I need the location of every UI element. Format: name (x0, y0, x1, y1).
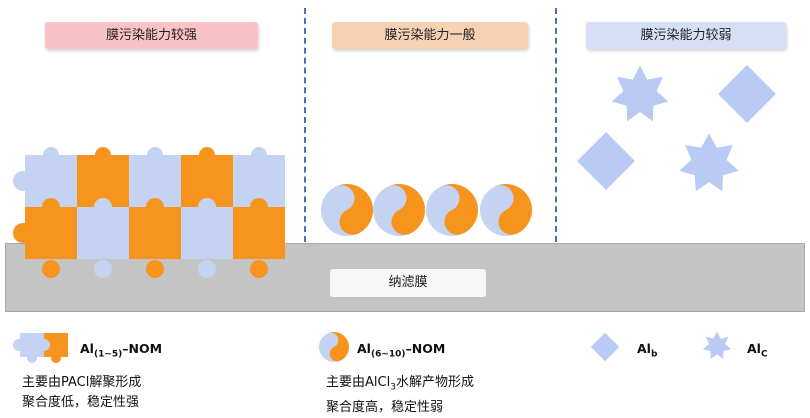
divider-left (304, 8, 306, 242)
title-strong-fouling: 膜污染能力较强 (45, 22, 258, 49)
alb-diamond (715, 62, 779, 126)
puzzle-edge-knob (13, 171, 33, 191)
divider-right (555, 8, 557, 242)
title-weak-fouling: 膜污染能力较弱 (586, 22, 786, 49)
puzzle-bottom-knob (42, 260, 60, 278)
legend-alb-label: Alb (637, 341, 658, 360)
membrane-label: 纳滤膜 (330, 269, 486, 297)
desc-middle: 主要由AlCl3水解产物形成 聚合度高，稳定性弱 (326, 375, 474, 415)
yinyang-orange-half (441, 184, 478, 235)
legend-alc-label: AlC (747, 341, 768, 360)
yinyang-orange-half (495, 184, 532, 235)
puzzle-bottom-knob (198, 260, 216, 278)
legend-star-icon (700, 328, 734, 362)
puzzle-bottom-knob (250, 260, 268, 278)
puzzle-edge-knob (43, 147, 59, 163)
legend-diamond-icon (589, 331, 621, 363)
legend-yinyang-label: Al(6~10)–NOM (357, 341, 446, 360)
puzzle-edge-knob (199, 147, 215, 163)
alb-diamond (574, 129, 638, 193)
puzzle-edge-knob (147, 147, 163, 163)
legend-puzzle-knob (27, 353, 37, 363)
yinyang-orange-half (336, 184, 373, 235)
legend-puzzle-label: Al(1~5)–NOM (80, 341, 163, 360)
legend-puzzle-knob (38, 339, 50, 351)
legend-puzzle-knob (13, 339, 25, 351)
legend-yinyang-orange (327, 332, 349, 362)
yinyang-orange-half (388, 184, 425, 235)
puzzle-bottom-knob (94, 260, 112, 278)
puzzle-bottom-knob (146, 260, 164, 278)
puzzle-edge-knob (251, 147, 267, 163)
alc-star (608, 62, 672, 125)
puzzle-edge-knob (13, 223, 33, 243)
legend-puzzle-knob (51, 353, 61, 363)
title-medium-fouling: 膜污染能力一般 (332, 22, 528, 49)
puzzle-edge-knob (95, 147, 111, 163)
desc-left: 主要由PACl解聚形成 聚合度低，稳定性强 (22, 375, 142, 410)
puzzle-tile (233, 207, 285, 259)
alc-star (676, 130, 742, 195)
